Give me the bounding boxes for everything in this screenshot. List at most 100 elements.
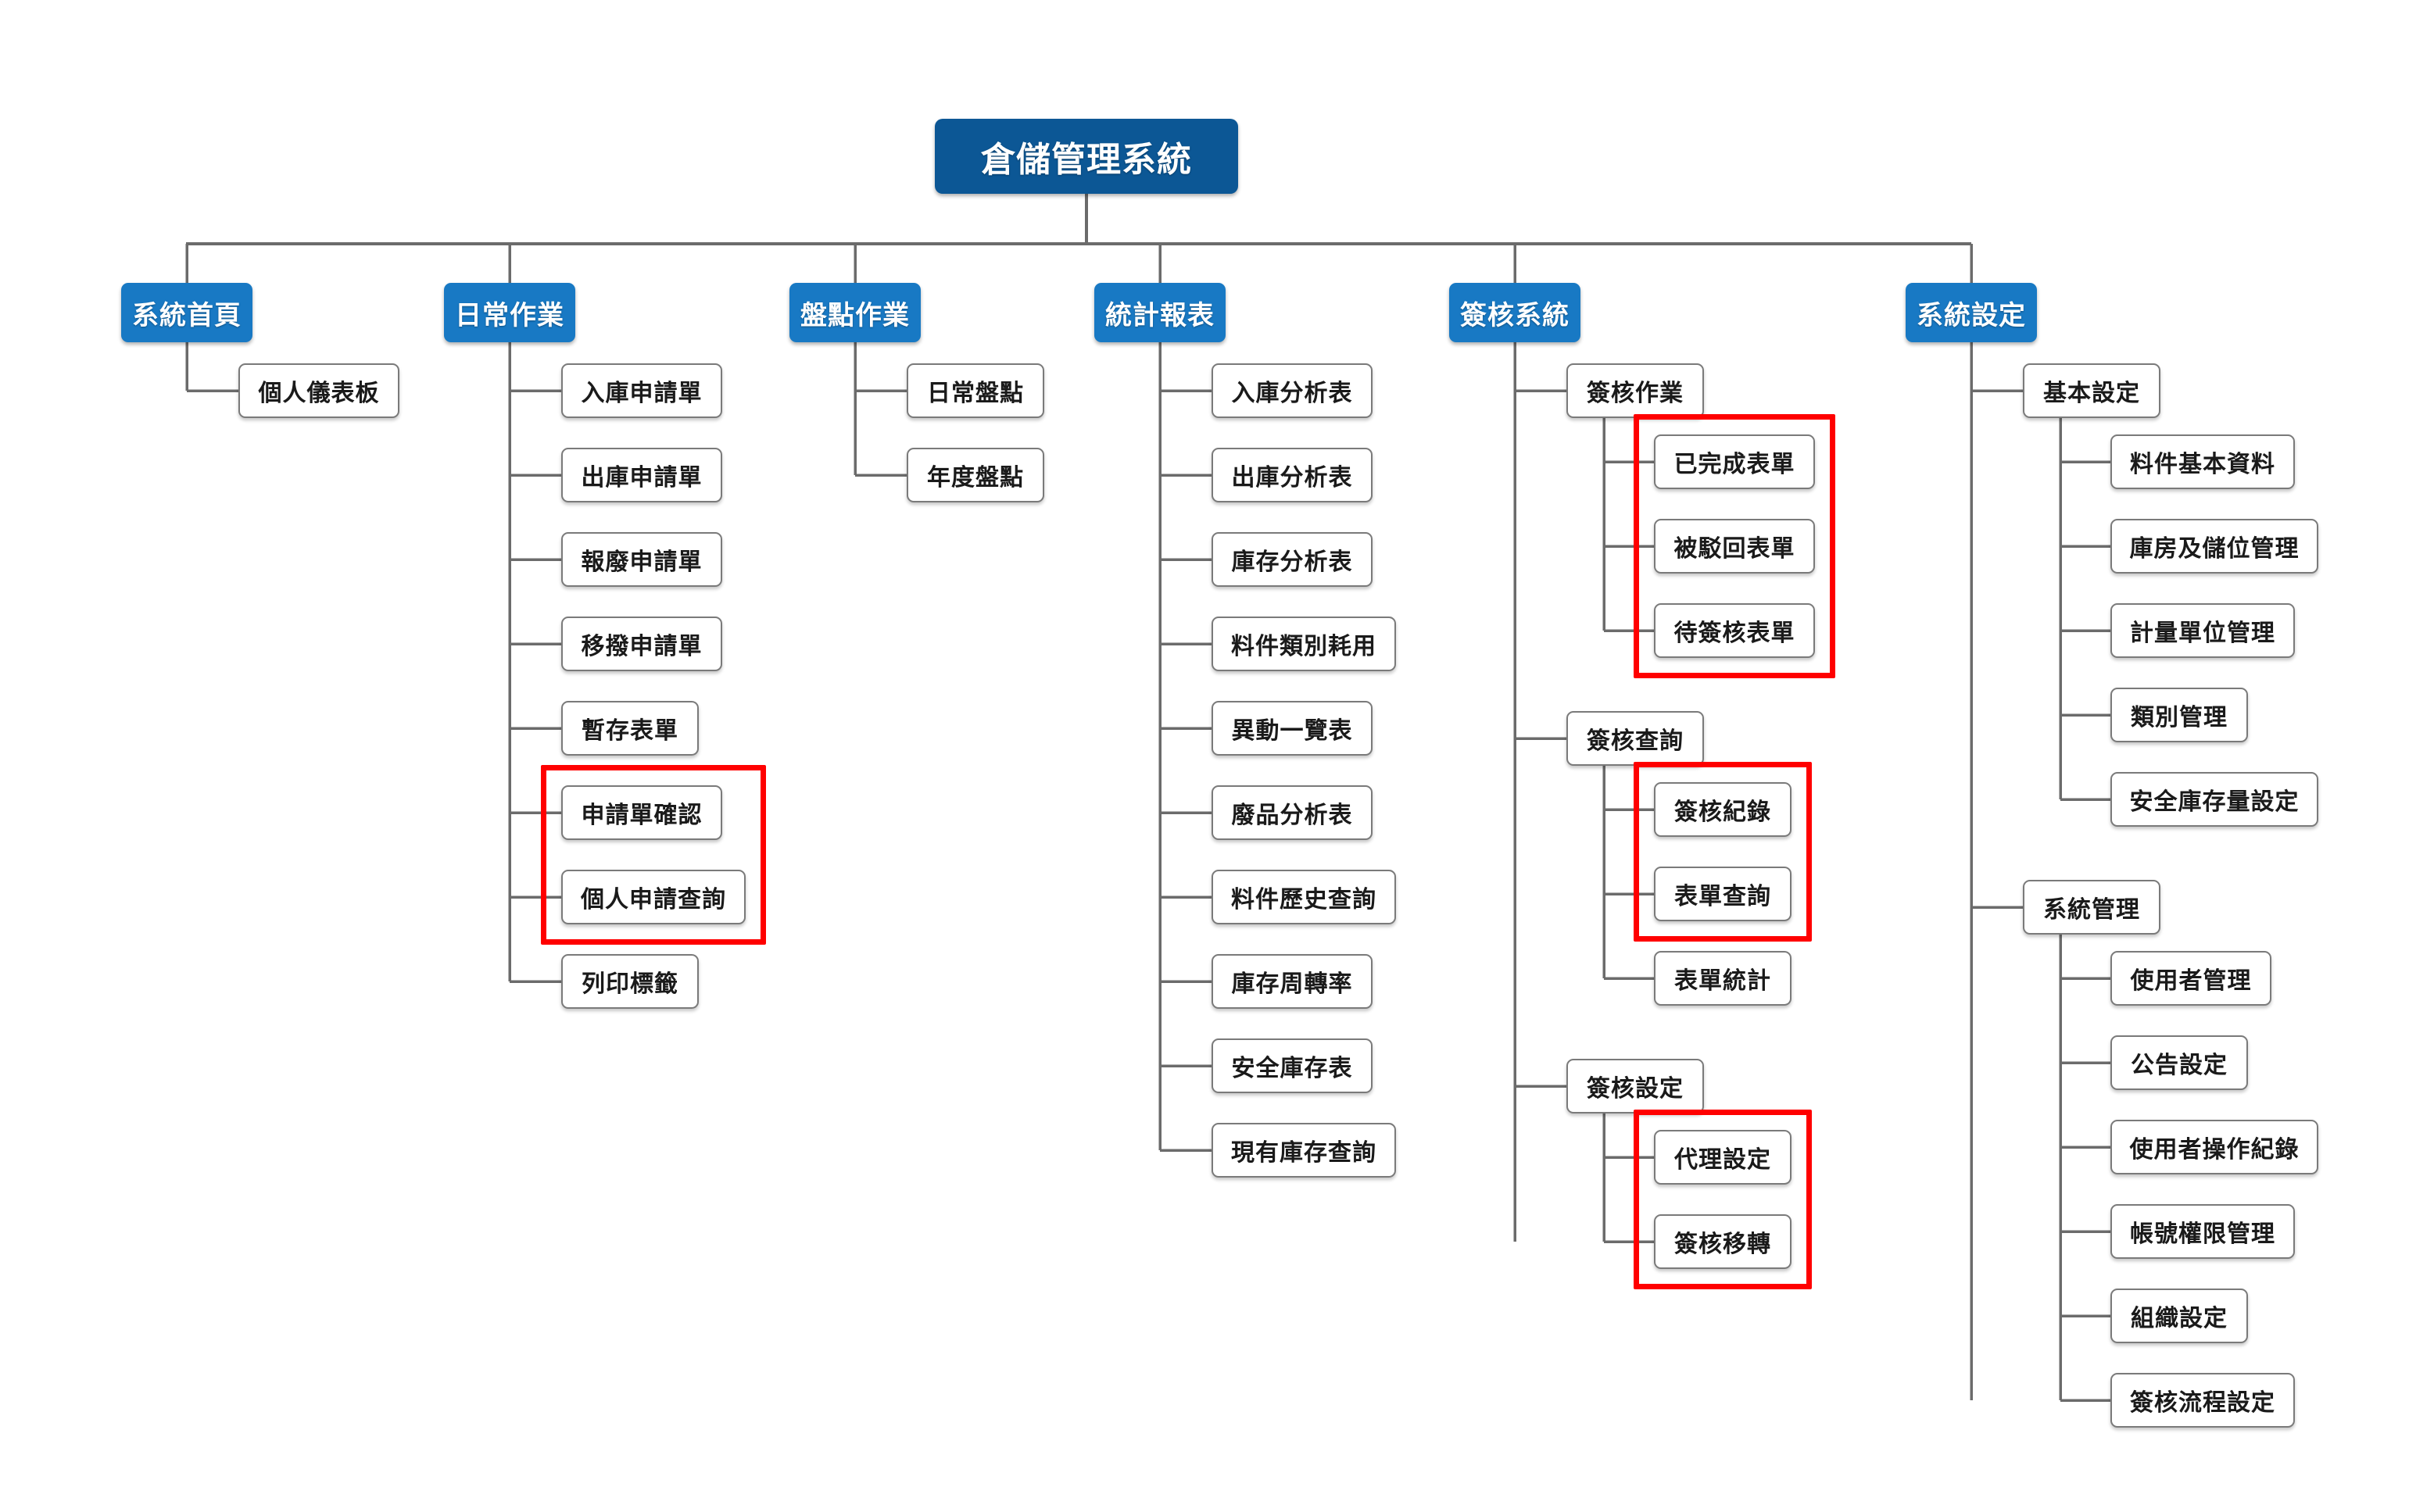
node-label: 年度盤點 — [927, 465, 1024, 491]
node-label: 庫房及儲位管理 — [2129, 536, 2300, 562]
l1-col-approval[interactable]: 簽核系統 — [1449, 283, 1580, 342]
node-label: 日常盤點 — [927, 381, 1024, 406]
node-料件類別耗用[interactable]: 料件類別耗用 — [1212, 617, 1396, 671]
node-使用者管理[interactable]: 使用者管理 — [2110, 951, 2271, 1006]
node-表單統計[interactable]: 表單統計 — [1654, 951, 1791, 1006]
node-label: 類別管理 — [2131, 705, 2228, 731]
node-庫房及儲位管理[interactable]: 庫房及儲位管理 — [2110, 519, 2318, 574]
node-label: 系統管理 — [2043, 897, 2140, 923]
node-年度盤點[interactable]: 年度盤點 — [907, 448, 1044, 502]
node-日常盤點[interactable]: 日常盤點 — [907, 363, 1044, 418]
node-label: 安全庫存量設定 — [2129, 789, 2300, 815]
node-庫存分析表[interactable]: 庫存分析表 — [1212, 532, 1373, 587]
node-計量單位管理[interactable]: 計量單位管理 — [2110, 603, 2295, 658]
node-料件基本資料[interactable]: 料件基本資料 — [2110, 434, 2295, 489]
node-label: 日常作業 — [455, 300, 564, 331]
node-現有庫存查詢[interactable]: 現有庫存查詢 — [1212, 1123, 1396, 1178]
node-組織設定[interactable]: 組織設定 — [2110, 1289, 2248, 1343]
node-類別管理[interactable]: 類別管理 — [2110, 688, 2248, 742]
node-簽核移轉[interactable]: 簽核移轉 — [1654, 1214, 1791, 1269]
node-簽核紀錄[interactable]: 簽核紀錄 — [1654, 782, 1791, 837]
node-label: 倉儲管理系統 — [981, 141, 1192, 179]
l1-col-settings[interactable]: 系統設定 — [1906, 283, 2037, 342]
node-label: 計量單位管理 — [2130, 620, 2275, 646]
node-出庫申請單[interactable]: 出庫申請單 — [561, 448, 722, 502]
node-個人儀表板[interactable]: 個人儀表板 — [238, 363, 399, 418]
node-安全庫存量設定[interactable]: 安全庫存量設定 — [2110, 772, 2318, 827]
node-label: 已完成表單 — [1673, 452, 1795, 477]
node-暫存表單[interactable]: 暫存表單 — [561, 701, 699, 756]
node-label: 個人申請查詢 — [581, 887, 726, 913]
node-label: 簽核系統 — [1460, 300, 1570, 331]
l1-col-home[interactable]: 系統首頁 — [121, 283, 252, 342]
node-label: 入庫分析表 — [1231, 381, 1353, 406]
node-公告設定[interactable]: 公告設定 — [2110, 1035, 2248, 1090]
node-label: 公告設定 — [2131, 1053, 2228, 1078]
node-label: 系統首頁 — [132, 300, 242, 331]
node-label: 簽核流程設定 — [2130, 1390, 2275, 1416]
node-label: 簽核設定 — [1587, 1076, 1684, 1102]
node-label: 組織設定 — [2131, 1306, 2228, 1331]
node-label: 待簽核表單 — [1673, 620, 1795, 646]
node-使用者操作紀錄[interactable]: 使用者操作紀錄 — [2110, 1120, 2318, 1174]
node-label: 系統設定 — [1917, 300, 2026, 331]
node-出庫分析表[interactable]: 出庫分析表 — [1212, 448, 1373, 502]
node-入庫分析表[interactable]: 入庫分析表 — [1212, 363, 1373, 418]
node-料件歷史查詢[interactable]: 料件歷史查詢 — [1212, 870, 1396, 924]
l1-col-stocktake[interactable]: 盤點作業 — [789, 283, 921, 342]
node-label: 異動一覽表 — [1231, 718, 1353, 744]
node-label: 基本設定 — [2043, 381, 2140, 406]
node-label: 現有庫存查詢 — [1231, 1140, 1376, 1166]
node-列印標籤[interactable]: 列印標籤 — [561, 954, 699, 1009]
node-label: 被駁回表單 — [1673, 536, 1795, 562]
node-簽核流程設定[interactable]: 簽核流程設定 — [2110, 1373, 2295, 1428]
node-待簽核表單[interactable]: 待簽核表單 — [1654, 603, 1815, 658]
node-label: 使用者操作紀錄 — [2129, 1137, 2300, 1163]
highlight-box-hl-daily-confirm — [541, 765, 766, 945]
node-label: 表單查詢 — [1674, 884, 1771, 910]
node-label: 入庫申請單 — [581, 381, 703, 406]
highlight-box-hl-approval-query — [1634, 762, 1812, 942]
node-申請單確認[interactable]: 申請單確認 — [561, 785, 722, 840]
node-安全庫存表[interactable]: 安全庫存表 — [1212, 1038, 1373, 1093]
node-個人申請查詢[interactable]: 個人申請查詢 — [561, 870, 746, 924]
node-label: 代理設定 — [1674, 1147, 1771, 1173]
node-簽核作業[interactable]: 簽核作業 — [1566, 363, 1704, 418]
node-label: 帳號權限管理 — [2130, 1221, 2275, 1247]
node-異動一覽表[interactable]: 異動一覽表 — [1212, 701, 1373, 756]
node-label: 料件類別耗用 — [1231, 634, 1376, 659]
node-簽核查詢[interactable]: 簽核查詢 — [1566, 711, 1704, 766]
node-已完成表單[interactable]: 已完成表單 — [1654, 434, 1815, 489]
node-系統管理[interactable]: 系統管理 — [2023, 880, 2160, 935]
node-代理設定[interactable]: 代理設定 — [1654, 1130, 1791, 1185]
node-label: 料件基本資料 — [2130, 452, 2275, 477]
node-表單查詢[interactable]: 表單查詢 — [1654, 867, 1791, 921]
node-帳號權限管理[interactable]: 帳號權限管理 — [2110, 1204, 2295, 1259]
node-廢品分析表[interactable]: 廢品分析表 — [1212, 785, 1373, 840]
highlight-box-hl-approval-config — [1634, 1110, 1812, 1289]
node-入庫申請單[interactable]: 入庫申請單 — [561, 363, 722, 418]
node-label: 表單統計 — [1674, 968, 1771, 994]
node-庫存周轉率[interactable]: 庫存周轉率 — [1212, 954, 1373, 1009]
root-node[interactable]: 倉儲管理系統 — [935, 119, 1238, 194]
node-label: 列印標籤 — [582, 971, 678, 997]
node-被駁回表單[interactable]: 被駁回表單 — [1654, 519, 1815, 574]
node-label: 出庫分析表 — [1231, 465, 1353, 491]
node-報廢申請單[interactable]: 報廢申請單 — [561, 532, 722, 587]
node-label: 出庫申請單 — [581, 465, 703, 491]
l1-col-daily[interactable]: 日常作業 — [444, 283, 575, 342]
node-label: 暫存表單 — [582, 718, 678, 744]
node-基本設定[interactable]: 基本設定 — [2023, 363, 2160, 418]
node-移撥申請單[interactable]: 移撥申請單 — [561, 617, 722, 671]
l1-col-reports[interactable]: 統計報表 — [1094, 283, 1226, 342]
node-label: 報廢申請單 — [581, 549, 703, 575]
node-label: 簽核查詢 — [1587, 728, 1684, 754]
node-label: 廢品分析表 — [1231, 802, 1353, 828]
node-label: 統計報表 — [1105, 300, 1215, 331]
node-label: 簽核紀錄 — [1674, 799, 1771, 825]
node-label: 庫存周轉率 — [1231, 971, 1353, 997]
node-label: 庫存分析表 — [1231, 549, 1353, 575]
node-簽核設定[interactable]: 簽核設定 — [1566, 1059, 1704, 1113]
node-label: 料件歷史查詢 — [1231, 887, 1376, 913]
